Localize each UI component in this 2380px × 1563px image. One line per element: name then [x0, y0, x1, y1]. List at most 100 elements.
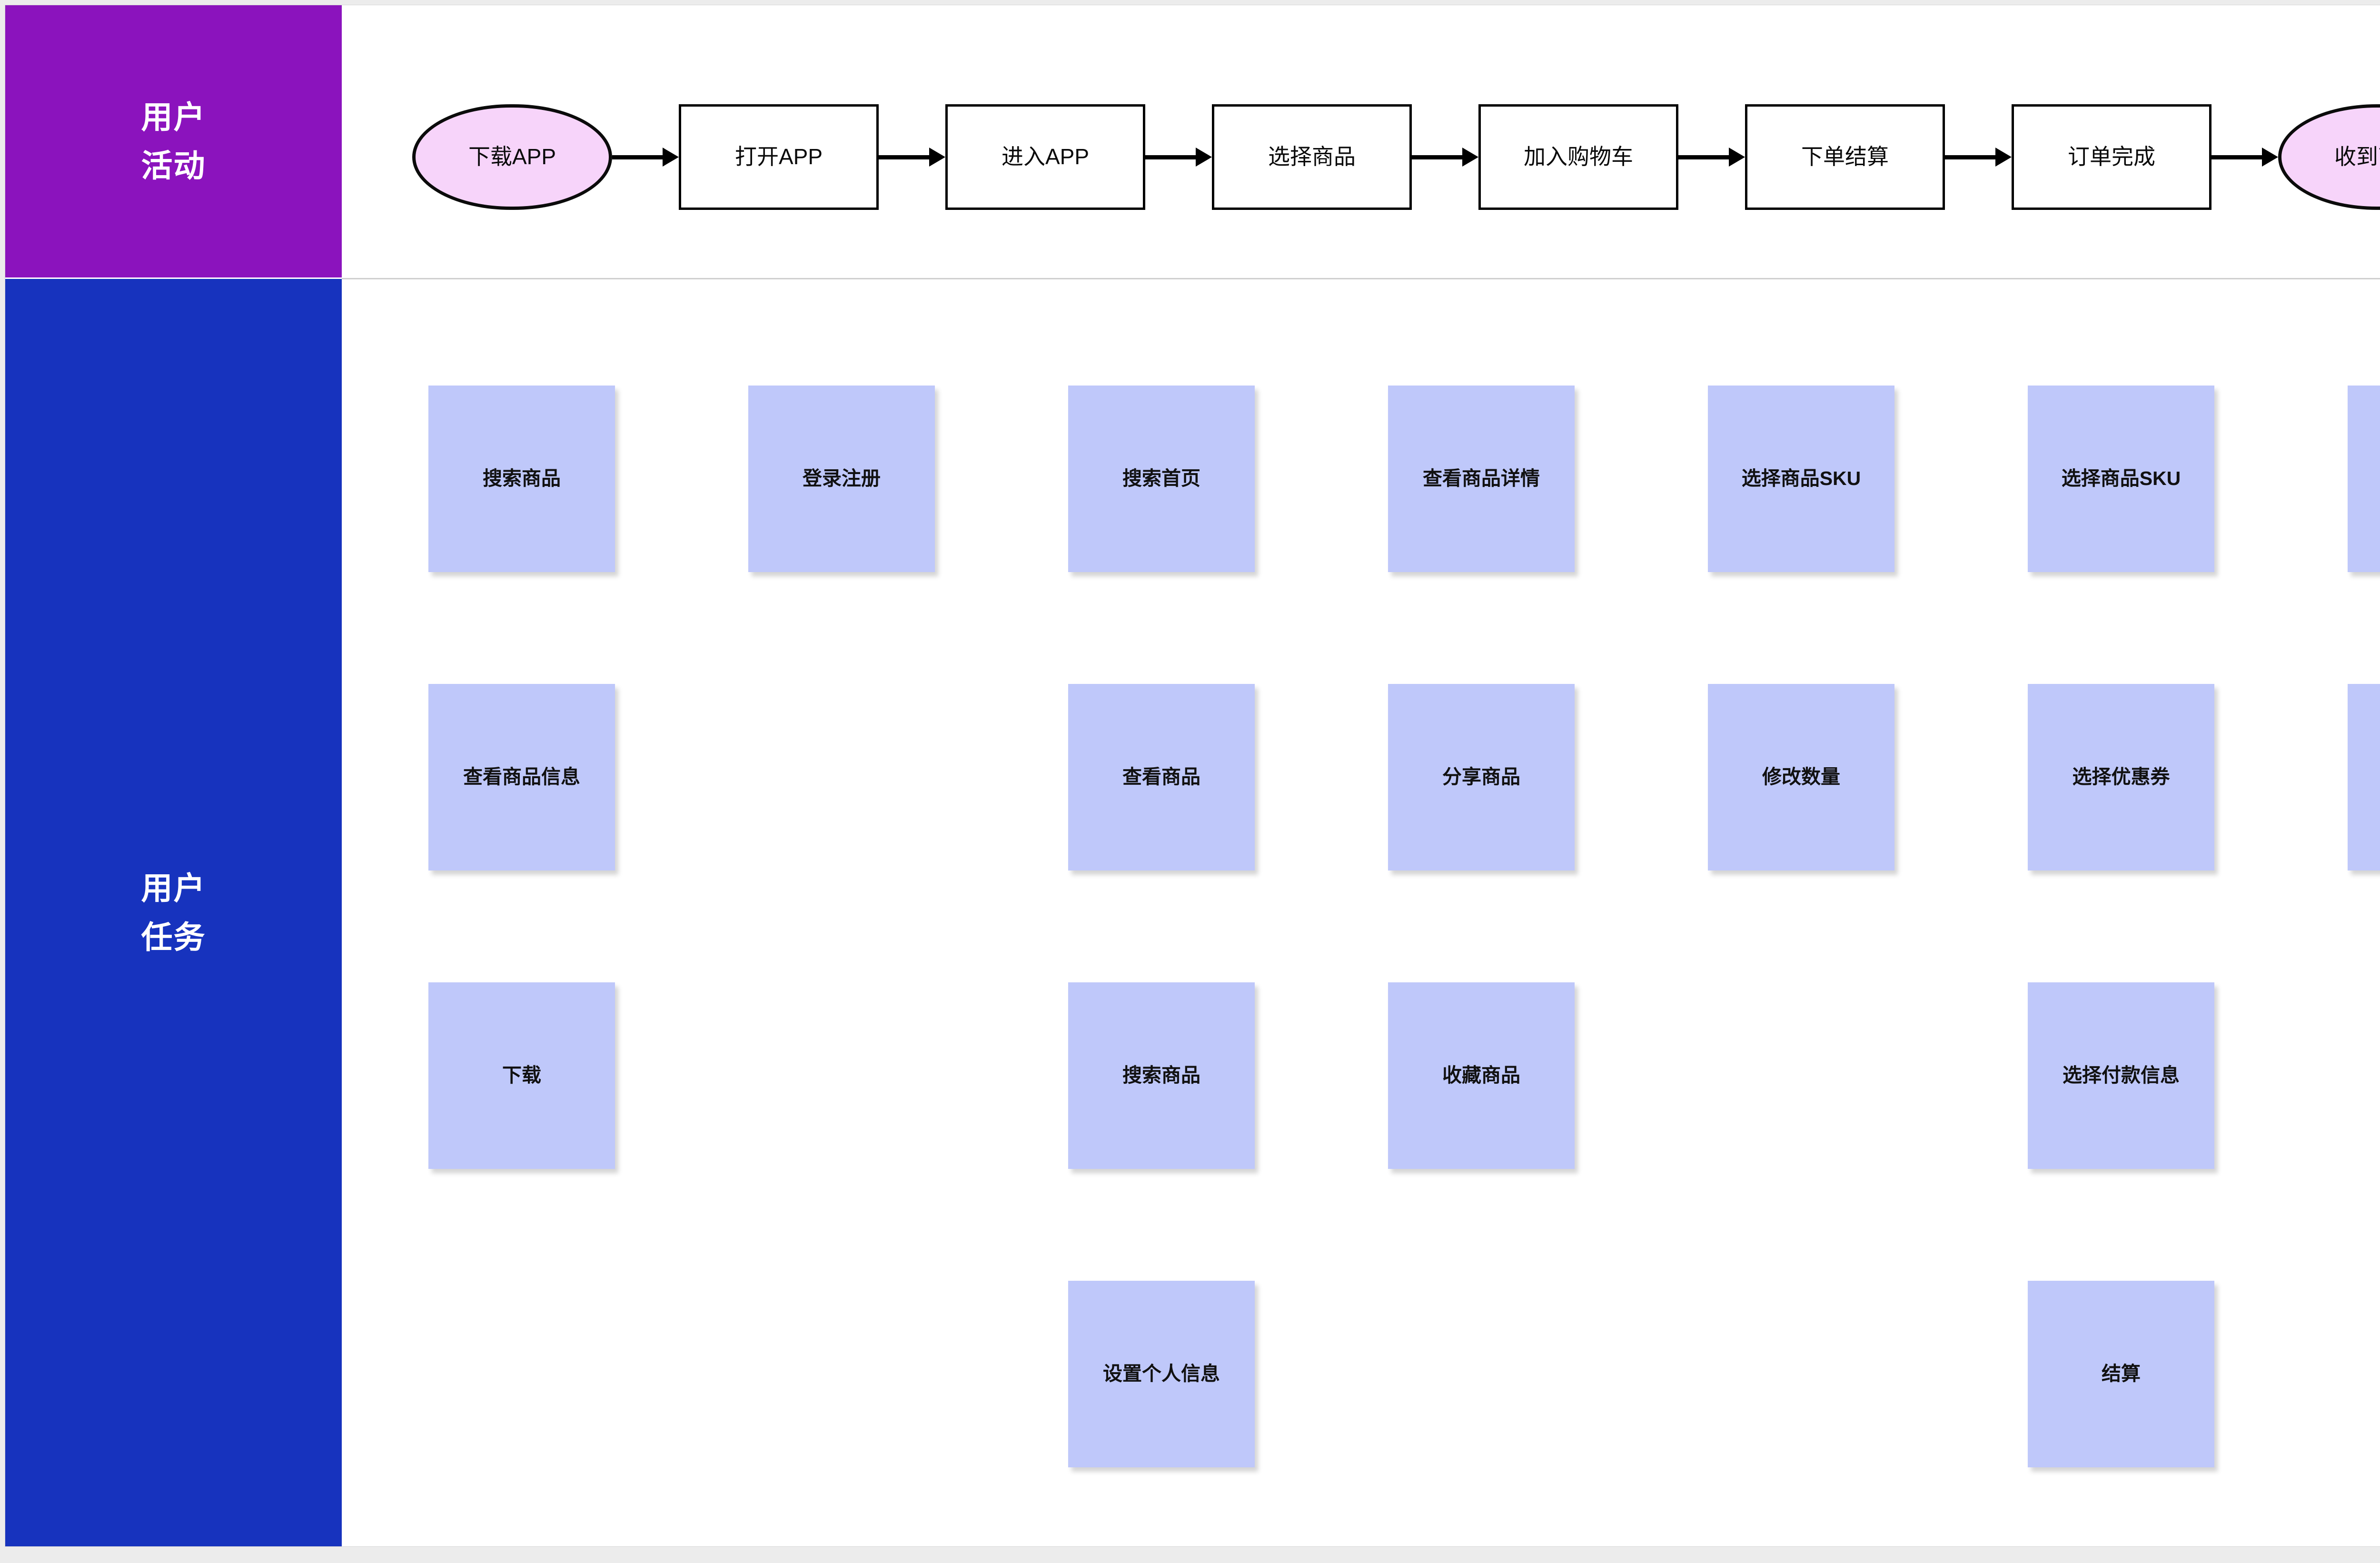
task-card[interactable]: 结算: [2028, 1281, 2214, 1467]
task-card[interactable]: 设置个人信息: [1068, 1281, 1255, 1467]
task-card-label: 查看商品: [1122, 766, 1200, 788]
arrow-head-icon: [1196, 148, 1212, 167]
flow-arrow: [1945, 148, 2012, 167]
arrow-shaft: [879, 155, 929, 159]
task-card-label: 结算: [2102, 1363, 2141, 1385]
arrow-head-icon: [663, 148, 679, 167]
swimlane-label-user-task: 用户 任务: [5, 279, 342, 1546]
task-card[interactable]: 分享商品: [1388, 684, 1575, 871]
task-row: 设置个人信息 结算: [428, 1281, 2380, 1467]
task-cell: 搜索商品: [428, 386, 615, 572]
task-cell: 分享商品: [1388, 684, 1575, 871]
task-card-label: 分享商品: [1442, 766, 1520, 788]
flow-node[interactable]: 打开APP: [679, 104, 879, 210]
task-card-label: 搜索商品: [483, 467, 561, 490]
task-cell: 选择商品SKU: [1708, 386, 1894, 572]
flow-node-label: 进入APP: [1001, 144, 1090, 169]
flow-node-label: 订单完成: [2068, 144, 2155, 169]
arrow-shaft: [1678, 155, 1729, 159]
task-cell: 搜索首页: [1068, 386, 1255, 572]
task-card-label: 选择商品SKU: [2061, 467, 2181, 490]
swimlane-activity-line1: 用户: [141, 99, 206, 135]
flow-node-label: 选择商品: [1268, 144, 1356, 169]
arrow-head-icon: [1729, 148, 1745, 167]
task-card[interactable]: 查看商品信息: [428, 684, 615, 871]
swimlane-activity-line2: 活动: [141, 148, 206, 183]
task-cell-empty: [748, 684, 935, 871]
flow-arrow: [612, 148, 679, 167]
task-cell: 选择优惠券: [2028, 684, 2214, 871]
flow-node[interactable]: 选择商品: [1212, 104, 1412, 210]
task-cell-empty: [1388, 1281, 1575, 1467]
flow-arrow: [1678, 148, 1745, 167]
task-card[interactable]: 选择商品SKU: [1708, 386, 1894, 572]
task-card-label: 查看商品详情: [1423, 467, 1540, 490]
flow-arrow: [2211, 148, 2278, 167]
flow-node[interactable]: 下单结算: [1745, 104, 1945, 210]
task-row: 下载 搜索商品 收藏商品 选择付款信息: [428, 982, 2380, 1169]
flow-node[interactable]: 加入购物车: [1478, 104, 1678, 210]
task-cell: 选择付款信息: [2028, 982, 2214, 1169]
arrow-head-icon: [2262, 148, 2278, 167]
task-cell-empty: [1708, 982, 1894, 1169]
task-card-label: 设置个人信息: [1103, 1363, 1220, 1385]
task-cell: 收藏商品: [1388, 982, 1575, 1169]
swimlane-label-user-activity: 用户 活动: [5, 5, 342, 277]
task-cell: 设置个人信息: [1068, 1281, 1255, 1467]
task-card[interactable]: 收藏商品: [1388, 982, 1575, 1169]
arrow-shaft: [2211, 155, 2262, 159]
arrow-shaft: [1945, 155, 1995, 159]
task-cell-empty: [428, 1281, 615, 1467]
task-card[interactable]: 搜索商品: [1068, 982, 1255, 1169]
task-cell: 结算: [2028, 1281, 2214, 1467]
lane-divider: [342, 278, 2380, 279]
flow-arrow: [879, 148, 945, 167]
task-cell-empty: [748, 1281, 935, 1467]
flow-node-label: 收到商品: [2334, 144, 2380, 169]
flow-arrow: [1145, 148, 1212, 167]
swimlane-task-line1: 用户: [141, 871, 206, 906]
task-cell: 查看商品信息: [428, 684, 615, 871]
flow-node[interactable]: 订单完成: [2012, 104, 2211, 210]
task-card[interactable]: 选择付款信息: [2028, 982, 2214, 1169]
task-card[interactable]: 搜索首页: [1068, 386, 1255, 572]
flow-node-label: 加入购物车: [1524, 144, 1633, 169]
task-card-label: 收藏商品: [1442, 1064, 1520, 1087]
arrow-shaft: [1145, 155, 1196, 159]
task-card-label: 选择商品SKU: [1741, 467, 1861, 490]
task-card[interactable]: 查看商品: [1068, 684, 1255, 871]
task-cell: 登录注册: [748, 386, 935, 572]
task-card-label: 搜索首页: [1122, 467, 1200, 490]
task-card[interactable]: 下载: [428, 982, 615, 1169]
task-card[interactable]: 查看订单信息: [2348, 386, 2380, 572]
task-card[interactable]: 查看商品详情: [1388, 386, 1575, 572]
task-cell-empty: [748, 982, 935, 1169]
task-card[interactable]: 选择商品SKU: [2028, 386, 2214, 572]
task-card[interactable]: 查看物流信息: [2348, 684, 2380, 871]
task-cell: 查看商品: [1068, 684, 1255, 871]
swimlane-task-line2: 任务: [141, 919, 206, 955]
flow-node[interactable]: 收到商品: [2278, 104, 2380, 210]
task-cell: 下载: [428, 982, 615, 1169]
task-card-label: 下载: [502, 1064, 541, 1087]
task-card[interactable]: 修改数量: [1708, 684, 1894, 871]
task-row: 搜索商品登录注册搜索首页查看商品详情选择商品SKU选择商品SKU查看订单信息评论: [428, 386, 2380, 572]
task-card[interactable]: 搜索商品: [428, 386, 615, 572]
arrow-head-icon: [1462, 148, 1478, 167]
task-card-label: 选择优惠券: [2072, 766, 2170, 788]
user-task-grid: 搜索商品登录注册搜索首页查看商品详情选择商品SKU选择商品SKU查看订单信息评论…: [428, 386, 2380, 1563]
arrow-shaft: [1412, 155, 1462, 159]
flow-node[interactable]: 下载APP: [412, 104, 612, 210]
user-activity-flow: 下载APP 打开APP 进入APP 选择商品 加入购物车 下单结算 订单完成 收到商品: [412, 86, 2380, 228]
flow-node[interactable]: 进入APP: [945, 104, 1145, 210]
task-card-label: 搜索商品: [1122, 1064, 1200, 1087]
flow-node-label: 下载APP: [468, 144, 556, 169]
task-row: 查看商品信息查看商品分享商品修改数量选择优惠券查看物流信息退货退款: [428, 684, 2380, 871]
task-cell: 查看订单信息: [2348, 386, 2380, 572]
arrow-shaft: [612, 155, 663, 159]
task-card-label: 选择付款信息: [2063, 1064, 2180, 1087]
flow-node-label: 下单结算: [1801, 144, 1889, 169]
task-card[interactable]: 登录注册: [748, 386, 935, 572]
task-cell: 查看商品详情: [1388, 386, 1575, 572]
task-card[interactable]: 选择优惠券: [2028, 684, 2214, 871]
